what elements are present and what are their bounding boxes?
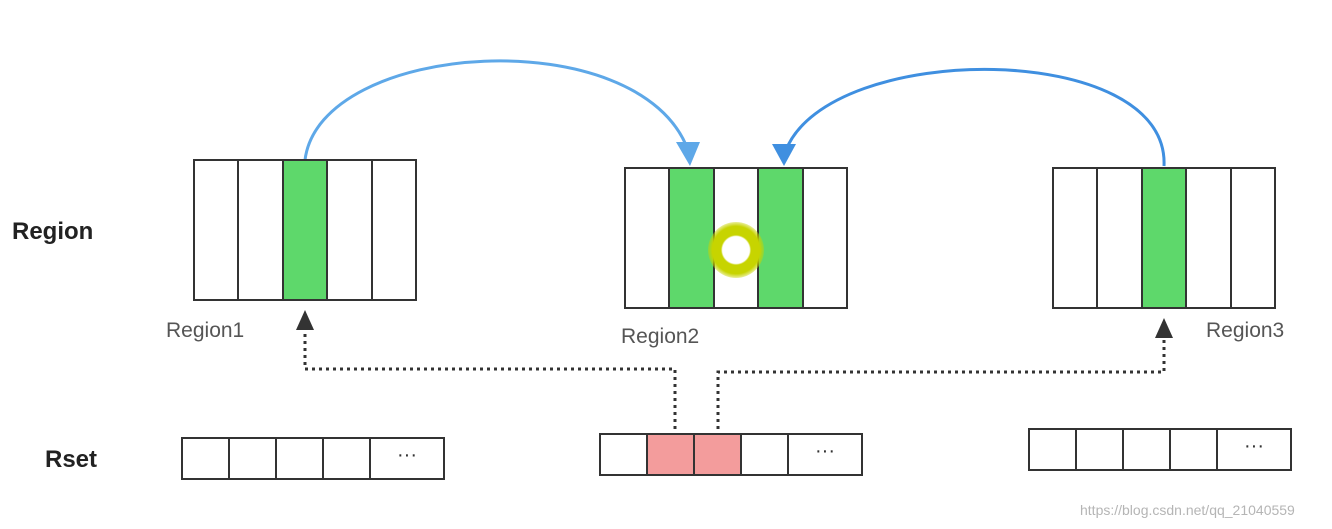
region-row-label: Region (12, 218, 94, 245)
reference-arc-region3-to-region2 (784, 67, 1166, 167)
region1-cell (328, 161, 373, 299)
rset-pointer-to-region1 (303, 330, 677, 436)
rset2-cell-marked (695, 435, 742, 474)
region3-cell (1187, 169, 1232, 307)
rset3-box: ··· (1028, 428, 1292, 471)
rset1-cell (230, 439, 277, 478)
rset1-ellipsis: ··· (371, 439, 443, 478)
region1-box (193, 159, 417, 301)
region3-cell (1231, 169, 1275, 307)
pointer-arrowhead-region1 (296, 310, 314, 330)
cursor-highlight (708, 222, 764, 278)
rset2-ellipsis: ··· (789, 435, 861, 474)
reference-arc-region1-to-region2 (303, 59, 690, 161)
rset2-cell (742, 435, 789, 474)
rset3-cell (1171, 430, 1218, 469)
region3-box (1052, 167, 1276, 309)
rset3-cell (1077, 430, 1124, 469)
region3-label: Region3 (1206, 319, 1285, 342)
rset1-cell (183, 439, 230, 478)
rset3-cell (1030, 430, 1077, 469)
region1-cell (372, 161, 416, 299)
rset1-cell (277, 439, 324, 478)
rset-pointer-to-region3 (716, 338, 1166, 436)
reference-arrowhead-region2-right (772, 144, 796, 166)
rset3-cell (1124, 430, 1171, 469)
region2-cell (803, 169, 847, 307)
rset1-box: ··· (181, 437, 445, 480)
rset2-cell-marked (648, 435, 695, 474)
pointer-arrowhead-region3 (1155, 318, 1173, 338)
rset-row-label: Rset (45, 446, 98, 473)
region2-label: Region2 (621, 325, 700, 348)
region2-box (624, 167, 848, 309)
rset2-box: ··· (599, 433, 863, 476)
watermark: https://blog.csdn.net/qq_21040559 (1080, 502, 1295, 518)
region3-cell (1054, 169, 1099, 307)
region1-label: Region1 (166, 319, 245, 342)
region2-cell-used (670, 169, 715, 307)
rset1-cell (324, 439, 371, 478)
region3-cell-used (1142, 169, 1188, 307)
region2-cell (626, 169, 671, 307)
rset2-cell (601, 435, 648, 474)
region3-cell (1098, 169, 1143, 307)
region2-cell-used (759, 169, 804, 307)
reference-arrowhead-region2-left (676, 142, 700, 166)
rset3-ellipsis: ··· (1218, 430, 1290, 469)
region1-cell-used (283, 161, 329, 299)
region1-cell (239, 161, 284, 299)
region1-cell (195, 161, 240, 299)
